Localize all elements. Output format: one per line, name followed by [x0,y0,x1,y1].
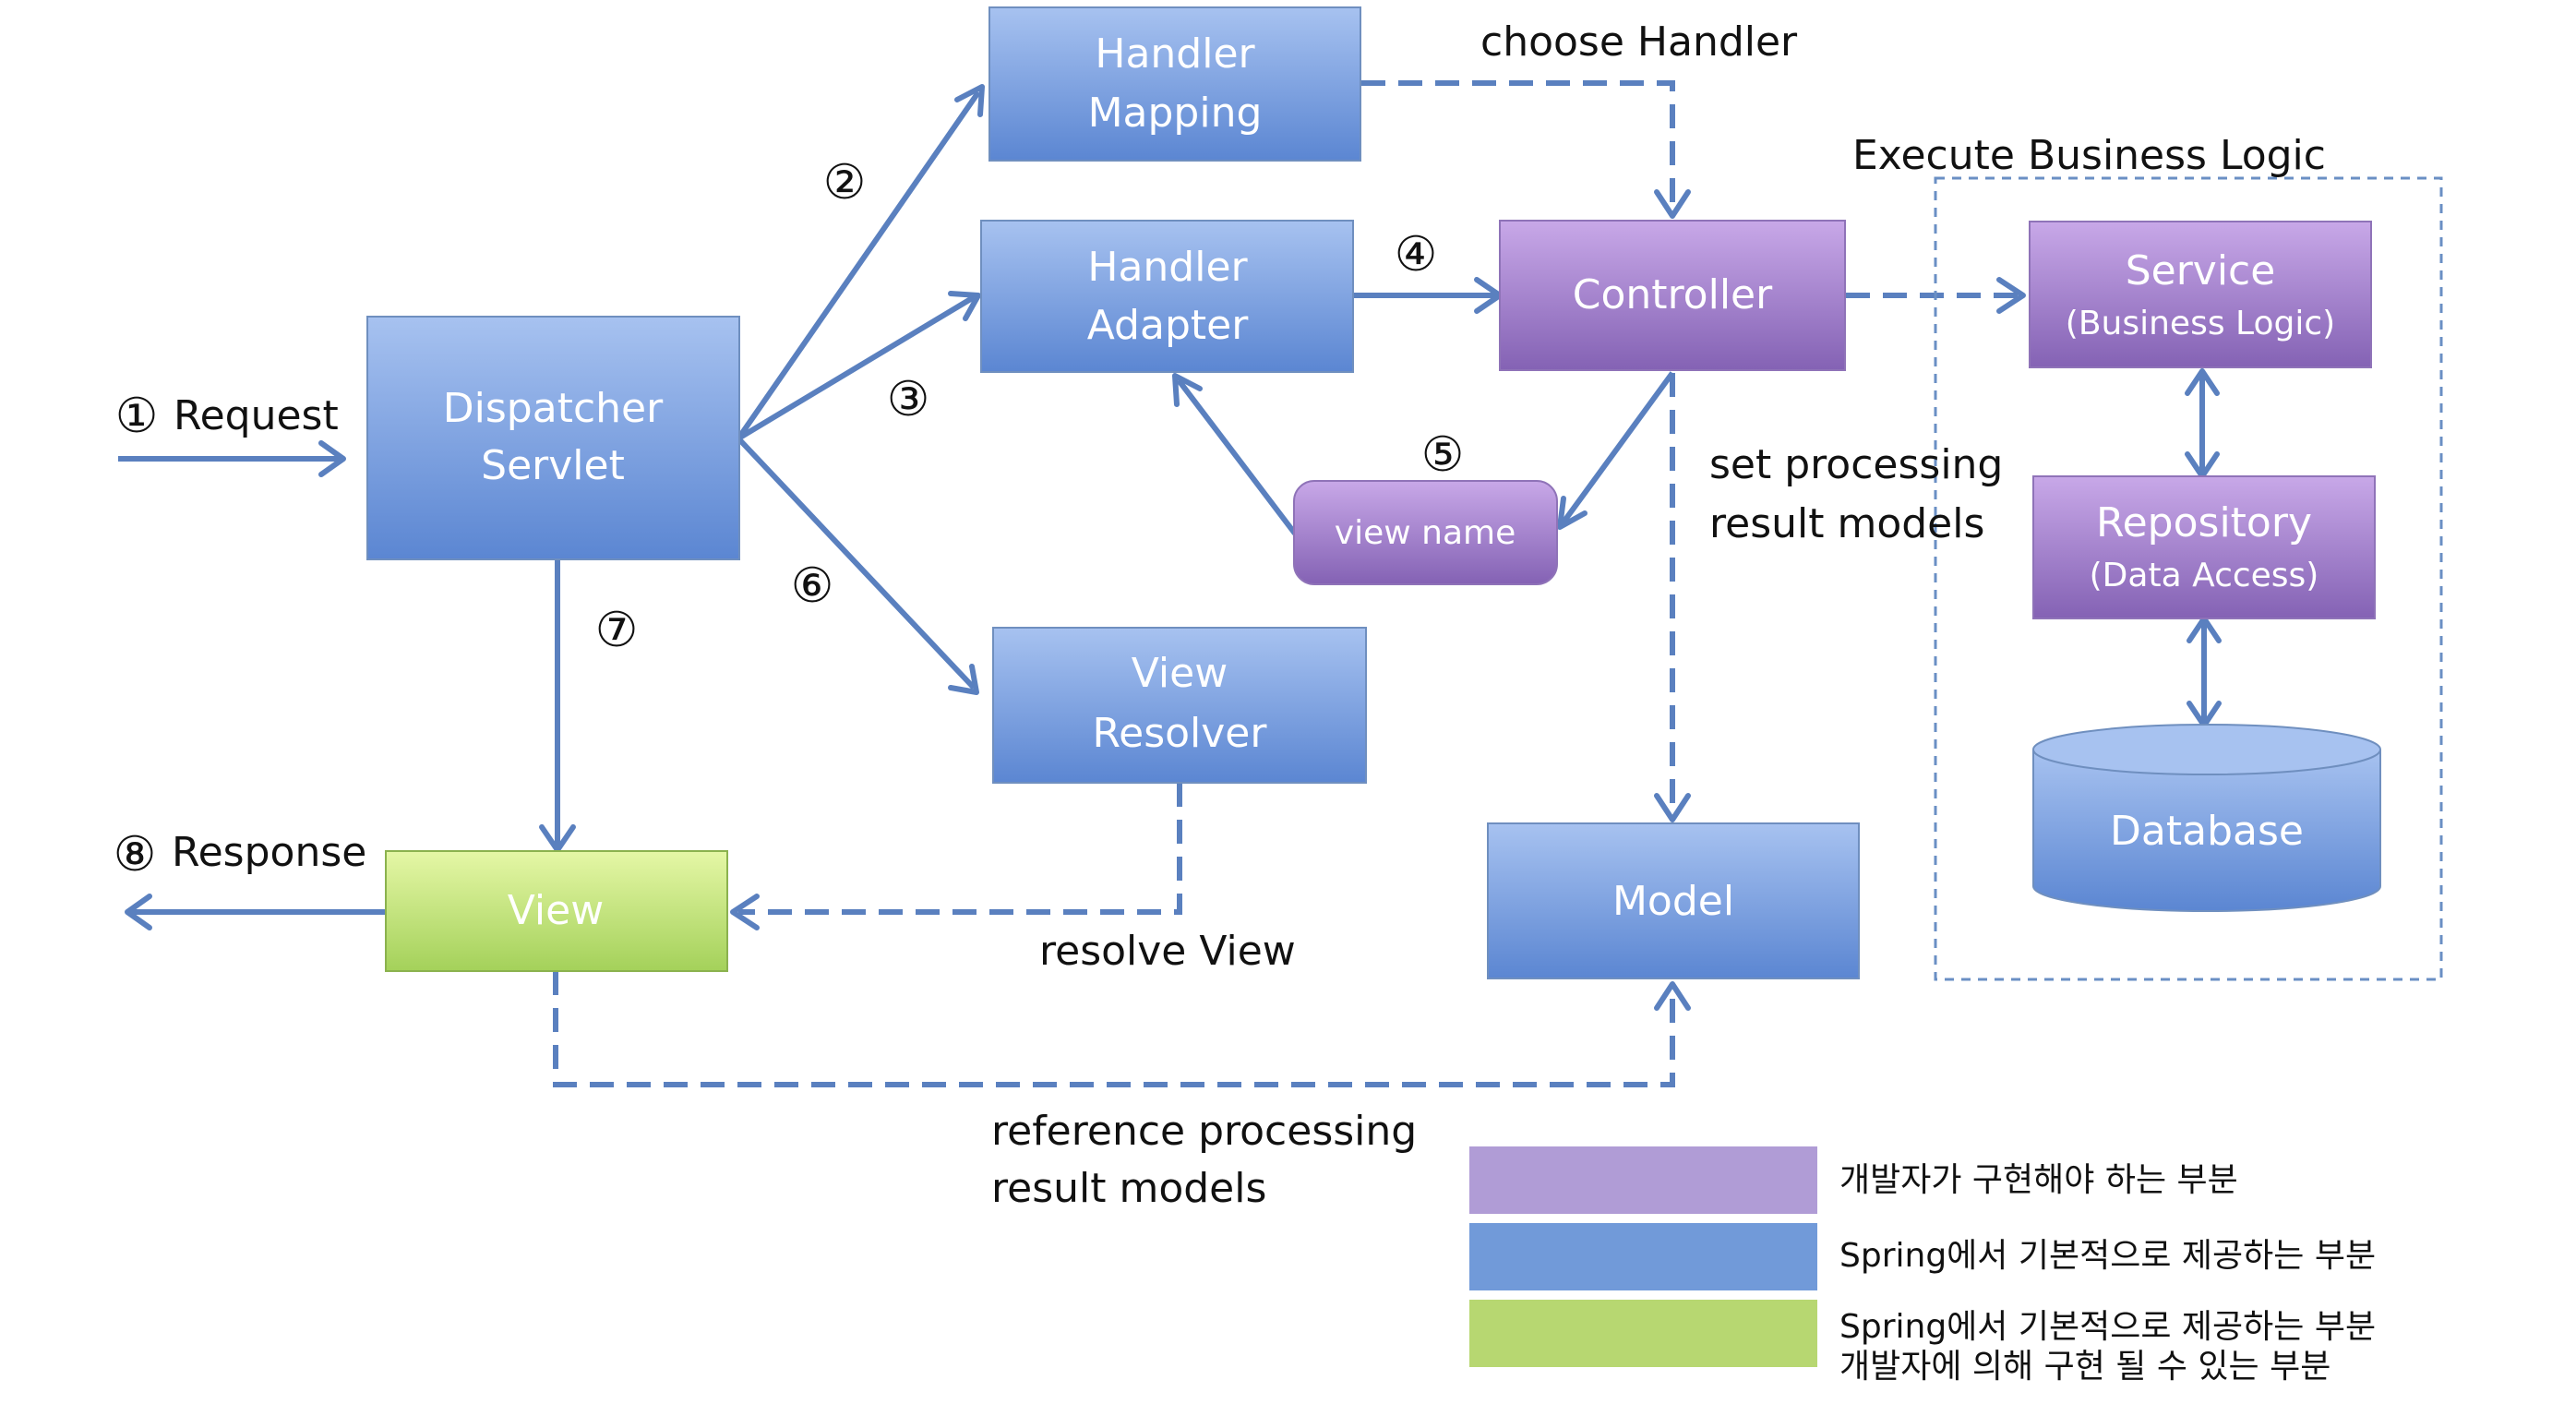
arrowhead-view-name [1557,496,1588,530]
edge-dispatcher-to-view-resolver [736,436,976,690]
service-sub: (Business Logic) [2066,305,2335,342]
dispatcher-servlet-line1: Dispatcher [443,385,664,432]
view-name-node[interactable]: view name [1293,480,1558,585]
step-3: ③ [887,372,930,427]
resolve-view-label: resolve View [1039,928,1296,975]
handler-adapter-line1: Handler [1087,244,1248,291]
dashed-resolver-to-view [738,783,1182,915]
view-name-label: view name [1335,514,1516,552]
dashed-arrowhead-service [1996,277,2026,314]
edge-controller-to-view-name [1560,371,1675,525]
set-processing-line1: set processing [1709,441,2003,488]
step-7: ⑦ [595,603,639,658]
request-arrowhead [318,440,346,477]
step-1: ① [115,389,159,444]
execute-business-logic-label: Execute Business Logic [1852,132,2326,179]
arrowhead-handler-adapter [948,291,981,321]
edge-dispatcher-to-handler-mapping [736,90,981,440]
database-label: Database [2110,808,2304,855]
repository-label: Repository [2096,499,2312,546]
arrowhead-view-resolver [948,664,979,695]
controller-node[interactable]: Controller [1499,220,1846,371]
step-2: ② [823,155,867,210]
legend-swatch-blue [1469,1223,1817,1290]
database-node[interactable]: Database [2032,724,2381,912]
legend-blue-label: Spring에서 기본적으로 제공하는 부분 [1839,1237,2376,1275]
service-node[interactable]: Service (Business Logic) [2029,221,2372,368]
repository-sub: (Data Access) [2090,557,2319,594]
business-logic-container [1934,176,2443,981]
dashed-view-to-model [553,971,1675,1087]
dashed-arrowhead-model-ref [1654,981,1691,1011]
service-label: Service [2126,247,2276,294]
edge-view-name-to-adapter [1176,378,1298,535]
dashed-mapping-to-controller [1361,80,1675,210]
choose-handler-label: choose Handler [1480,18,1798,66]
arrowhead-service-up [2185,368,2220,396]
handler-mapping-line2: Mapping [1088,90,1263,137]
repository-node[interactable]: Repository (Data Access) [2032,475,2376,619]
view-resolver-node[interactable]: View Resolver [992,627,1367,784]
legend-swatch-green [1469,1300,1817,1367]
dashed-arrowhead-model [1654,793,1691,822]
controller-label: Controller [1573,271,1773,318]
dispatcher-servlet-node[interactable]: Dispatcher Servlet [366,316,740,560]
view-label: View [508,887,604,934]
dashed-arrowhead-controller [1654,189,1691,219]
handler-mapping-node[interactable]: Handler Mapping [988,6,1361,162]
legend-green-line1: Spring에서 기본적으로 제공하는 부분 [1839,1308,2376,1346]
arrowhead-handler-mapping [954,84,985,117]
handler-mapping-line1: Handler [1095,30,1255,78]
handler-adapter-line2: Adapter [1087,302,1249,349]
reference-processing-line2: result models [991,1165,1266,1212]
handler-adapter-node[interactable]: Handler Adapter [980,220,1354,373]
view-resolver-line2: Resolver [1093,710,1268,757]
view-resolver-line1: View [1132,650,1228,697]
set-processing-line2: result models [1709,500,1984,547]
view-node[interactable]: View [385,850,728,972]
step-6: ⑥ [791,558,834,614]
step-5: ⑤ [1421,427,1465,483]
reference-processing-line1: reference processing [991,1108,1417,1155]
arrowhead-adapter [1172,373,1203,407]
model-node[interactable]: Model [1487,822,1860,979]
legend-green-line2: 개발자에 의해 구현 될 수 있는 부분 [1839,1348,2330,1386]
response-arrowhead [125,894,152,930]
dispatcher-servlet-line2: Servlet [481,442,625,489]
legend: 개발자가 구현해야 하는 부분 Spring에서 기본적으로 제공하는 부분 S… [1469,1146,2376,1386]
request-label: Request [174,392,339,439]
legend-swatch-purple [1469,1146,1817,1214]
edge-dispatcher-to-handler-adapter [737,294,976,441]
step-8: ⑧ [114,827,157,882]
response-label: Response [172,829,366,876]
legend-purple-label: 개발자가 구현해야 하는 부분 [1839,1161,2238,1199]
dashed-arrowhead-view [730,894,760,930]
model-label: Model [1612,878,1734,925]
step-4: ④ [1395,227,1438,282]
